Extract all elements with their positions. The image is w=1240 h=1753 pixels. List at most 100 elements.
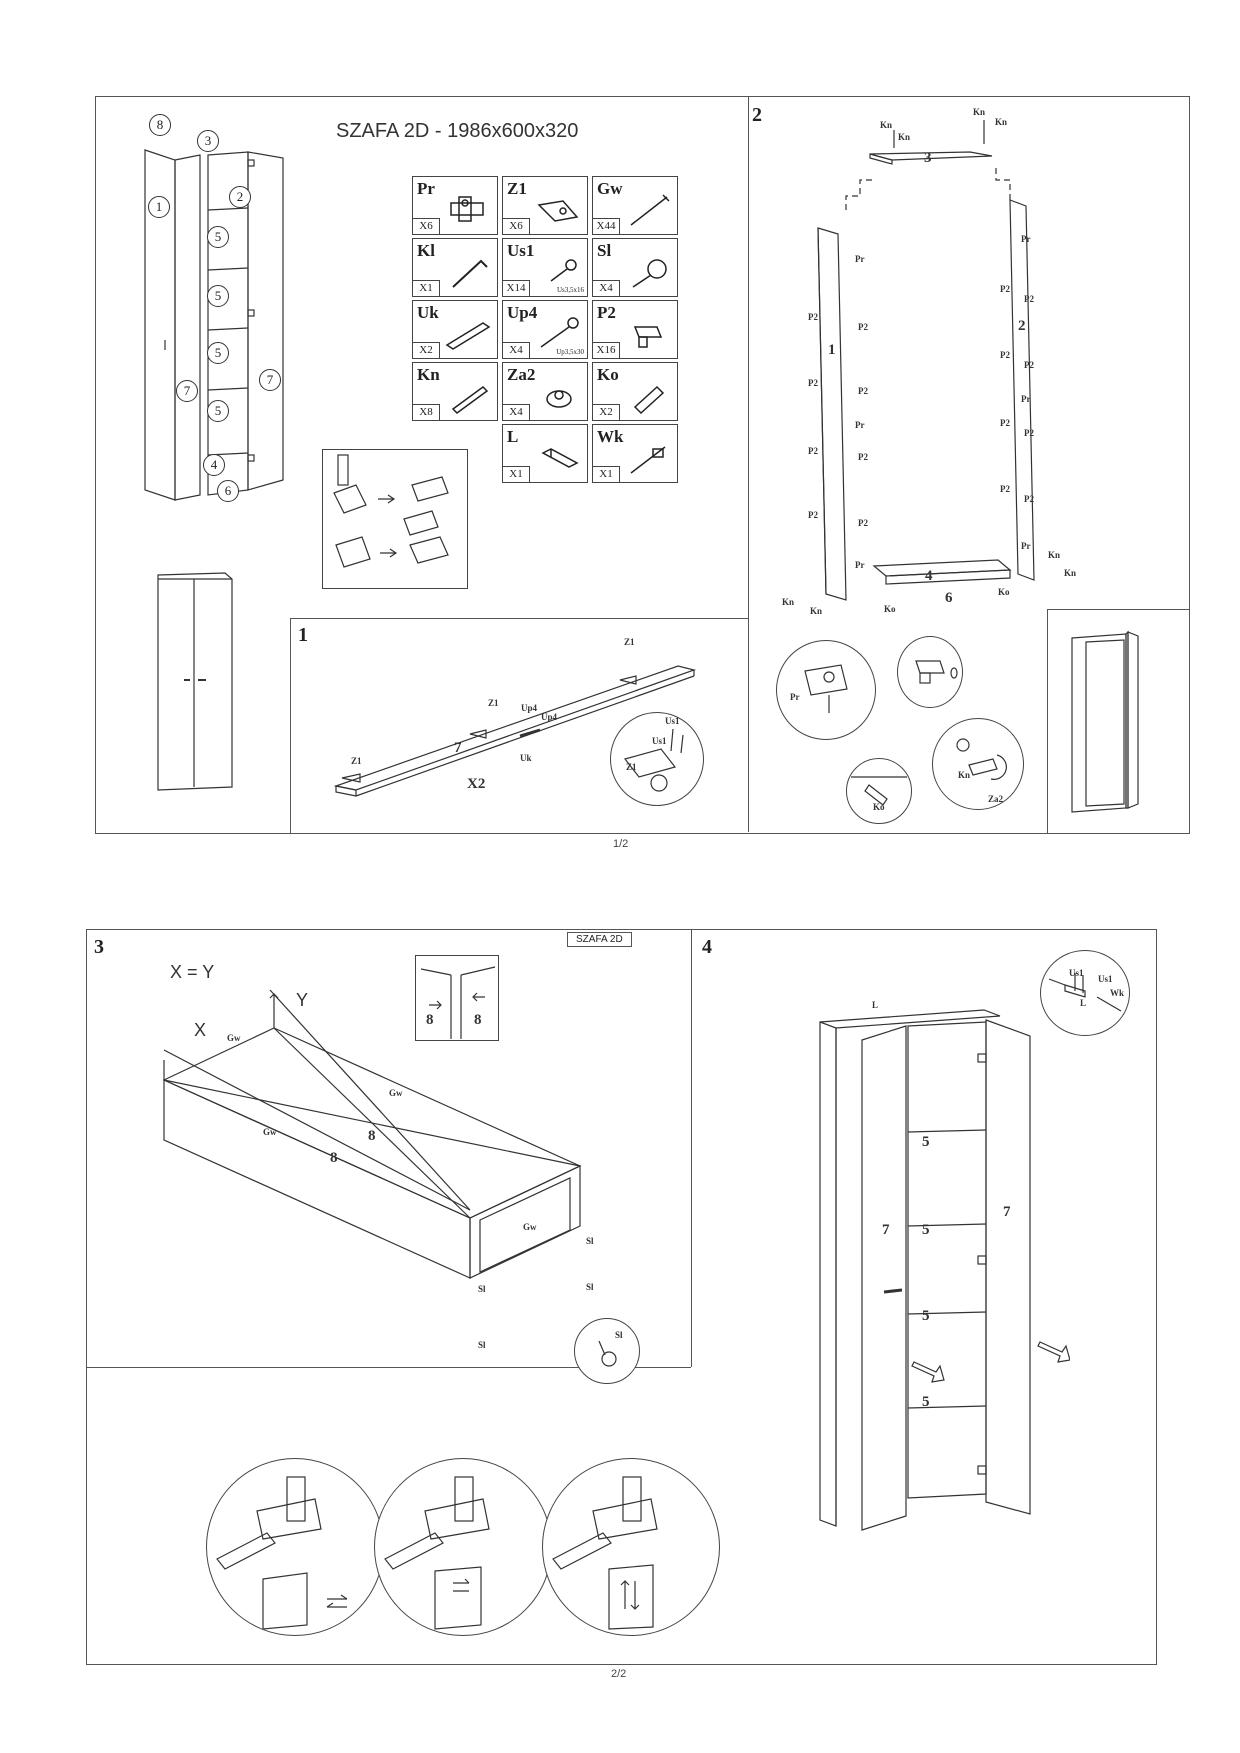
step-2-pr-f: Pr (1021, 541, 1031, 551)
step-2-panel-6: 6 (945, 590, 953, 606)
step-1-number: 1 (298, 624, 308, 646)
part-qty: X14 (503, 280, 530, 296)
cabinet-thumb-box (1047, 609, 1189, 833)
part-code: Za2 (507, 365, 536, 384)
parts-list: Pr X6 Z1 X6 Gw X44 Kl X1 Us1 X14 Us3,5x1… (412, 176, 682, 486)
step-1-z1-label-b: Z1 (488, 698, 499, 708)
step-1-z1-label-a: Z1 (351, 756, 362, 766)
step-2-pr-e: Pr (855, 560, 865, 570)
step-2-kn-bottom-d: Kn (1064, 568, 1077, 578)
step-2-p2-m: P2 (1000, 418, 1010, 428)
page-2-horizontal-divider (86, 1367, 691, 1368)
page-2-number: 2/2 (611, 1668, 627, 1680)
step-2-p2-h: P2 (858, 518, 868, 528)
step-1-z1-label-c: Z1 (624, 637, 635, 647)
long-screw-icon (540, 317, 579, 348)
step-3-panel-8a: 8 (368, 1128, 376, 1144)
bracket-screw-detail-drawing (1048, 973, 1122, 1012)
step-3-y-label: Y (296, 990, 309, 1010)
step-2-dowel-detail (846, 758, 912, 824)
step-4-bracket-detail (1040, 950, 1130, 1036)
callout-1: 1 (148, 196, 170, 218)
part-qty: X44 (593, 218, 620, 234)
shelf-support-icon (633, 326, 663, 348)
step-3-gw-a: Gw (227, 1033, 241, 1043)
step-3-panel-8b: 8 (330, 1150, 338, 1166)
callout-5a: 5 (207, 226, 229, 248)
part-pr: Pr X6 (412, 176, 498, 235)
step-3-sl-b: Sl (586, 1282, 594, 1292)
callout-2: 2 (229, 186, 251, 208)
page-1-number: 1/2 (613, 838, 629, 850)
open-cabinet-thumb (1071, 630, 1139, 813)
part-gw: Gw X44 (592, 176, 678, 235)
cam-lock-detail-drawing (956, 738, 1007, 780)
part-code: Gw (597, 179, 623, 198)
step-2-pr-b: Pr (1021, 234, 1031, 244)
pin-detail-drawing (598, 1340, 617, 1367)
step-1-detail-us1-a: Us1 (665, 716, 680, 726)
step-2-kn-top-a: Kn (880, 120, 893, 130)
short-screw-icon (550, 259, 577, 282)
step-4-assembled-cabinet-drawing (819, 1009, 1070, 1531)
angle-bracket-icon (541, 448, 579, 468)
step-2-p2-k: P2 (1000, 350, 1010, 360)
step-3-back-panel-drawing (162, 989, 582, 1279)
step-1-detail-z1: Z1 (626, 762, 637, 772)
callout-8: 8 (149, 114, 171, 136)
step-4-l-label: L (872, 1000, 879, 1010)
step-2-p2-g: P2 (808, 510, 818, 520)
step-4-door-7a: 7 (882, 1222, 890, 1238)
part-qty: X1 (593, 466, 620, 482)
step-3-detail-sl: Sl (615, 1330, 623, 1340)
step-2-hinge-plate-detail (776, 640, 876, 740)
part-qty: X16 (593, 342, 620, 358)
callout-5d: 5 (207, 400, 229, 422)
allen-key-icon (452, 259, 488, 288)
part-wk: Wk X1 (592, 424, 678, 483)
step-2-support-detail (897, 636, 963, 708)
callout-3: 3 (197, 130, 219, 152)
step-1-box (290, 618, 749, 833)
step-2-detail-pr: Pr (790, 692, 800, 702)
callout-5c: 5 (207, 342, 229, 364)
part-code: Uk (417, 303, 439, 322)
step-2-ko-a: Ko (884, 604, 896, 614)
step-2-kn-bottom-b: Kn (810, 606, 823, 616)
step-2-ko-b: Ko (998, 587, 1010, 597)
part-p2: P2 X16 (592, 300, 678, 359)
step-3-pin-detail (574, 1318, 640, 1384)
part-z1: Z1 X6 (502, 176, 588, 235)
step-2-kn-top-c: Kn (973, 107, 986, 117)
hinge-adjust-detail-1 (206, 1458, 384, 1636)
part-kn: Kn X8 (412, 362, 498, 421)
step-3-sl-c: Sl (478, 1284, 486, 1294)
hinge-mounting-drawing (333, 454, 449, 568)
part-code: Kl (417, 241, 435, 260)
step-1-up4-label-b: Up4 (541, 712, 558, 722)
step-2-detail-kn: Kn (958, 770, 971, 780)
step-3-number: 3 (94, 936, 104, 958)
part-code: Wk (597, 427, 624, 446)
step-1-panel-number: 7 (454, 740, 462, 756)
part-code: Pr (417, 179, 435, 198)
part-ko: Ko X2 (592, 362, 678, 421)
step-2-p2-p: P2 (1024, 494, 1034, 504)
hinge-screw-detail-drawing (623, 728, 684, 792)
step-2-p2-e: P2 (808, 446, 818, 456)
callout-7b: 7 (259, 369, 281, 391)
step-4-detail-l: L (1080, 998, 1087, 1008)
part-code: Ko (597, 365, 619, 384)
dowel-icon (633, 385, 665, 415)
part-code: P2 (597, 303, 616, 322)
step-2-pr-c: Pr (855, 420, 865, 430)
hinge-adjust-detail-3 (542, 1458, 720, 1636)
hinge-adjust-depth-drawing (216, 1476, 348, 1630)
step-1-uk-label: Uk (520, 753, 532, 763)
hinge-plate-detail-drawing (804, 664, 848, 713)
part-code: Sl (597, 241, 612, 260)
step-2-carcass-drawing (817, 120, 1035, 601)
step-3-sl-a: Sl (586, 1236, 594, 1246)
step-2-panel-3: 3 (924, 150, 932, 166)
step-2-panel-2: 2 (1018, 318, 1026, 334)
